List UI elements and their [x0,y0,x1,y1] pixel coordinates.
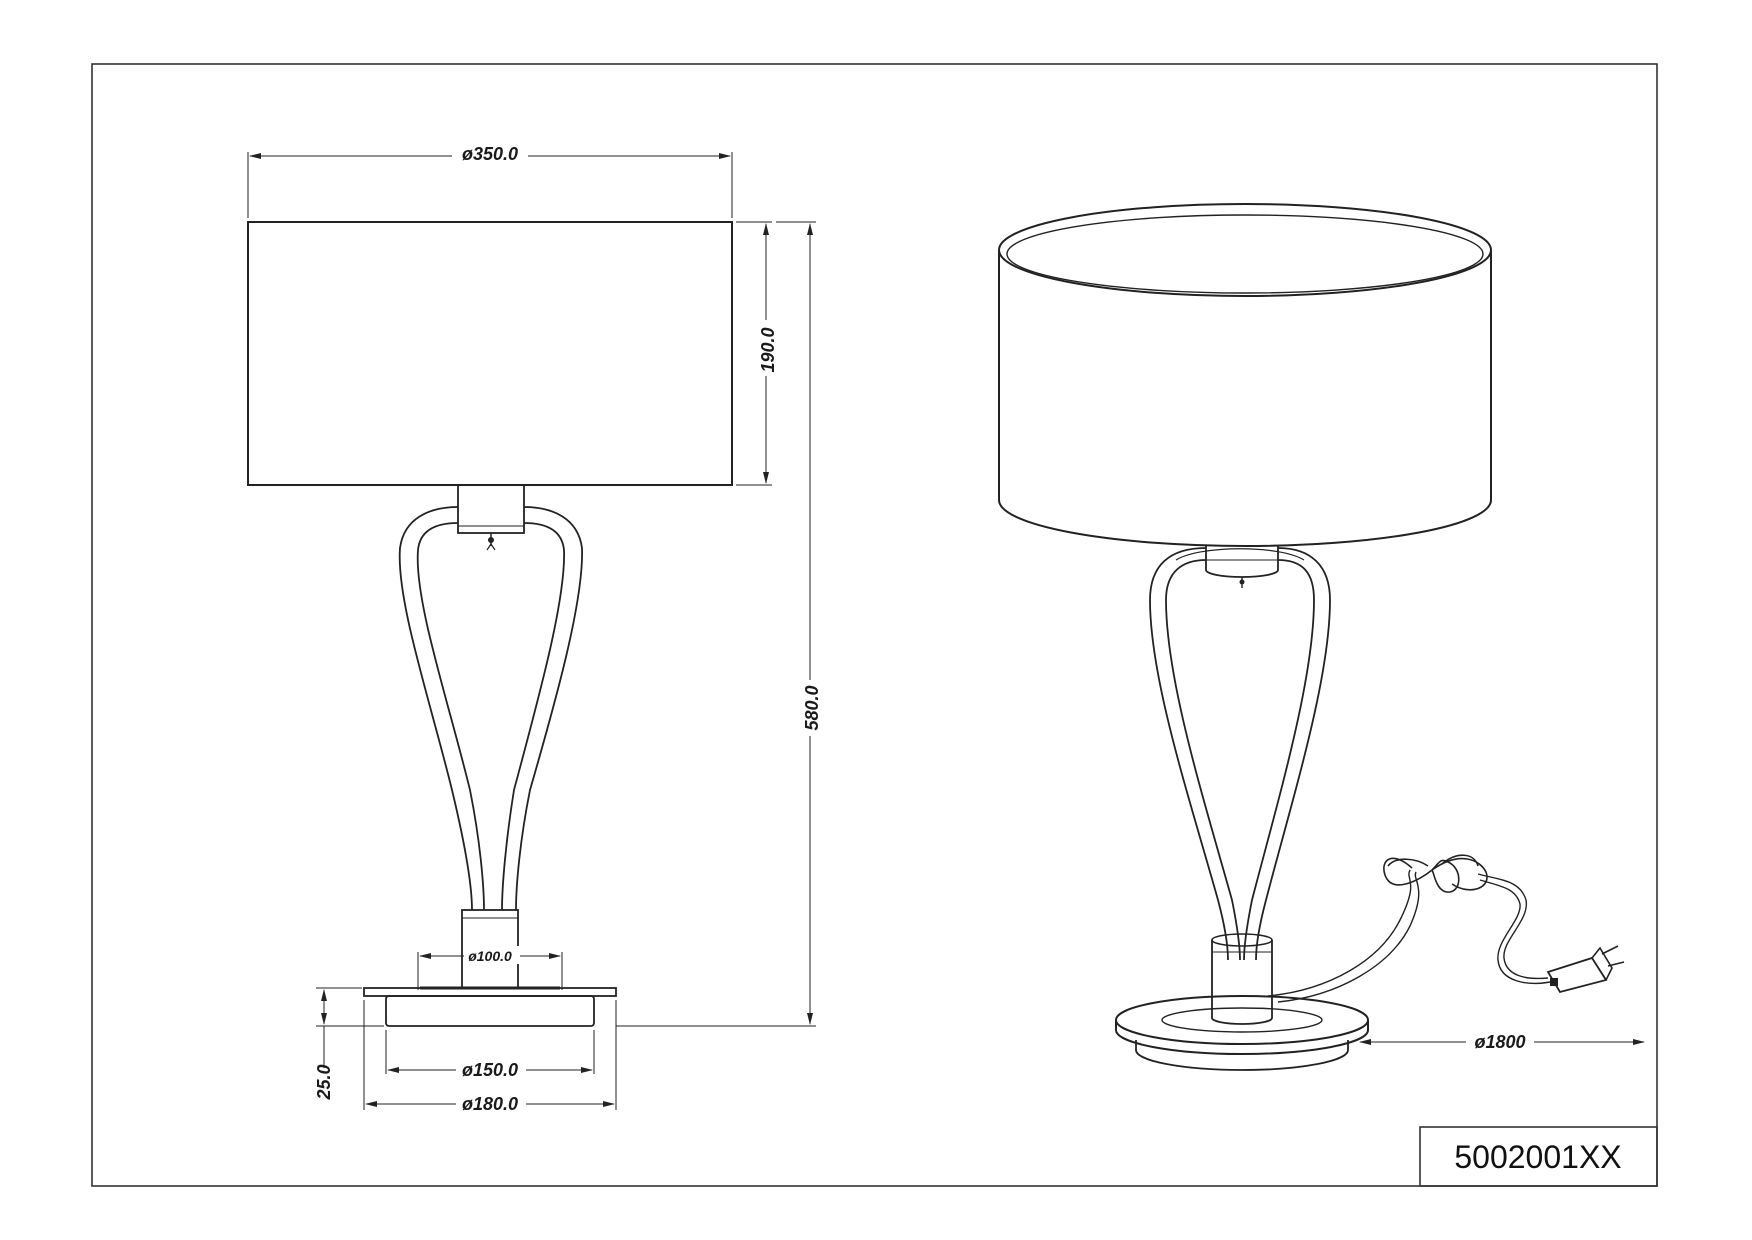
base-inner-diameter-label: ø150.0 [462,1060,518,1080]
lamp-arms-front [398,506,583,911]
dim-base-inner-diameter: ø150.0 [385,1030,595,1080]
cable-length-label: ø1800 [1474,1032,1525,1052]
lamp-shade-front [247,221,733,486]
perspective-view: ø1800 [998,203,1645,1071]
base-height-label: 25.0 [314,1064,334,1100]
front-elevation-view: ø350.0 190.0 580.0 ø100.0 [247,143,822,1114]
cable-knot [1383,857,1488,893]
dim-total-height: 580.0 [616,221,822,1027]
dim-base-outer-diameter: ø180.0 [363,1000,617,1114]
shade-diameter-label: ø350.0 [462,144,518,164]
power-plug-icon [1546,945,1625,994]
lamp-base-front [363,986,617,1027]
dim-shade-height: 190.0 [736,221,778,486]
stem-diameter-label: ø100.0 [468,948,512,964]
dim-cable-length: ø1800 [1359,1032,1645,1052]
dim-base-height: 25.0 [314,987,384,1101]
lamp-shade-perspective [998,203,1492,547]
dim-stem-diameter: ø100.0 [417,946,563,990]
pull-switch-front [486,533,496,551]
lamp-base-perspective [1115,995,1369,1071]
shade-height-label: 190.0 [758,327,778,372]
part-number: 5002001XX [1454,1139,1621,1175]
title-block: 5002001XX [1419,1126,1658,1187]
stem-sleeve-perspective [1211,933,1273,1025]
base-outer-diameter-label: ø180.0 [462,1094,518,1114]
total-height-label: 580.0 [802,685,822,730]
lamp-arms-perspective [1149,547,1331,961]
power-cable [1267,854,1625,1003]
socket-holder-perspective [1205,545,1279,588]
dim-shade-diameter: ø350.0 [247,143,733,218]
drawing-frame [91,63,1658,1187]
